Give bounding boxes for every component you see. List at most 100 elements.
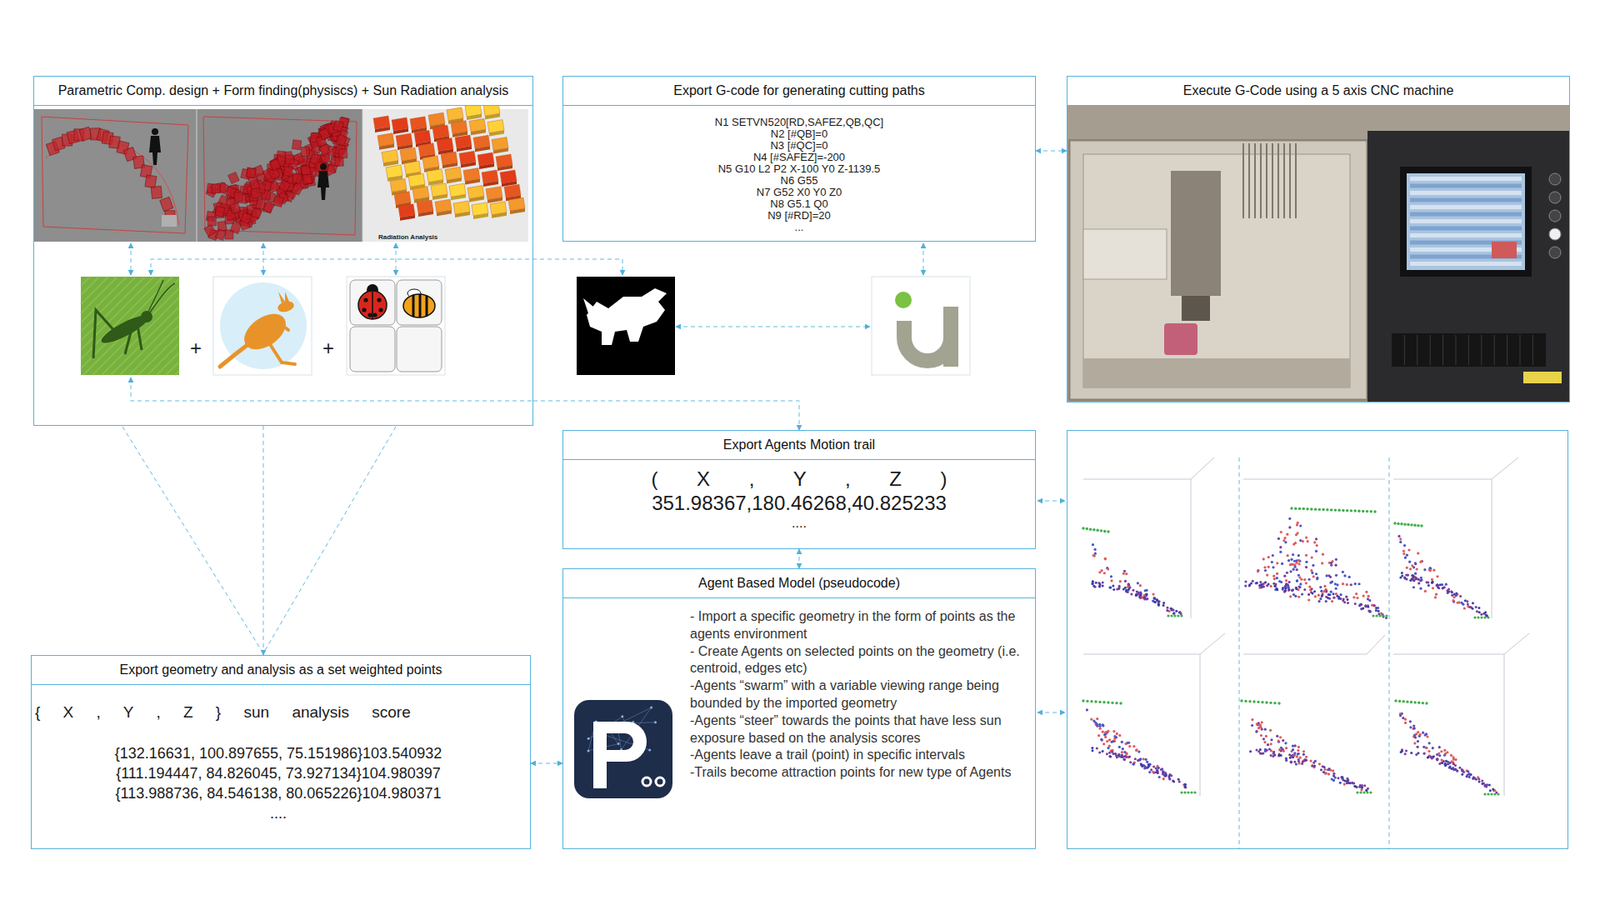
icon-glow (220, 282, 307, 370)
logo-dot (895, 291, 912, 309)
trail-dot (1152, 596, 1155, 600)
start-dot (1092, 528, 1095, 531)
panel-knob (1549, 191, 1561, 204)
start-dot (1398, 700, 1401, 703)
agent-dot (1284, 741, 1287, 745)
start-dot (1396, 522, 1400, 525)
start-dot (1402, 700, 1405, 703)
machine-slat (1295, 143, 1297, 219)
start-dot (1318, 508, 1321, 511)
agent-dot (1286, 554, 1290, 557)
trail-dot (1118, 585, 1121, 589)
plot-frame-line (1243, 654, 1367, 655)
start-dot (1298, 507, 1301, 510)
trail-dot (1461, 769, 1465, 772)
agent-dot (1365, 590, 1368, 594)
trail-dot (1464, 599, 1467, 602)
panel-tile (319, 144, 331, 156)
agent-dot (1425, 746, 1428, 750)
machine-slat (1254, 143, 1256, 219)
panel-tile (246, 168, 256, 179)
start-dot (1256, 700, 1260, 704)
machine-slat (1277, 143, 1280, 219)
agent-dot (1266, 743, 1270, 746)
agent-dot (1288, 525, 1291, 529)
trail-dot (1480, 780, 1484, 783)
icon-background (576, 276, 675, 375)
agent-dot (1335, 587, 1338, 590)
trail-dot (1475, 778, 1478, 781)
agent-dot (1431, 586, 1435, 590)
trail-dot (1284, 586, 1287, 590)
frame-line (203, 116, 357, 235)
box-text: N1 SETVN520[RD,SAFEZ,QB,QC] (571, 116, 1027, 129)
agent-dot (1148, 770, 1151, 774)
trail-dot (1170, 607, 1173, 610)
icon-stripe (80, 276, 100, 295)
ladybug-spot (361, 307, 366, 312)
agent-dot (1319, 597, 1322, 600)
start-dot (1394, 699, 1397, 702)
trail-dot (1450, 767, 1453, 770)
radiation-tile (400, 147, 417, 161)
agent-dot (1320, 561, 1324, 565)
agent-dot (1299, 582, 1302, 585)
layout-wires (122, 243, 1065, 713)
trail-dot (1485, 784, 1488, 787)
trail-dot (1445, 760, 1448, 763)
trail-dot (1301, 760, 1305, 764)
agent-dot (1334, 582, 1337, 585)
trail-dot (1273, 585, 1276, 588)
agent-dot (1105, 740, 1109, 743)
agent-dot (1315, 572, 1318, 575)
person-head (320, 163, 327, 170)
trail-dot (1484, 784, 1487, 787)
start-dot (1421, 701, 1425, 705)
radiation-tile (467, 185, 485, 200)
agent-dot (1427, 750, 1430, 753)
plot-frame-line (1393, 654, 1505, 655)
trail-dot (1255, 581, 1259, 585)
screen-row (1410, 190, 1522, 195)
agent-dot (1262, 737, 1265, 740)
trail-dot (1274, 585, 1277, 588)
agent-dot (1292, 568, 1295, 571)
agent-dot (1317, 594, 1320, 597)
agent-dot (1355, 592, 1358, 595)
keyboard-key-line (1506, 335, 1508, 365)
trail-dot (1430, 580, 1434, 584)
trail-dot (1278, 754, 1281, 757)
trail-dot (1126, 590, 1130, 594)
agent-dot (1294, 595, 1297, 598)
start-dot (1273, 701, 1276, 705)
agent-dot (1416, 745, 1420, 749)
box-text: 351.98367,180.46268,40.825233 (571, 490, 1027, 515)
keyboard-key-line (1520, 335, 1521, 365)
icon-stripe (80, 276, 127, 323)
trail-dot (1155, 598, 1159, 601)
dashed-link (1037, 500, 1065, 502)
agent-dot (1402, 550, 1405, 553)
start-dot (1244, 700, 1247, 703)
icon-background (346, 276, 445, 375)
agent-dot (1290, 760, 1293, 764)
agent-dot (1132, 745, 1135, 748)
start-dot (1265, 700, 1268, 704)
agent-dot (1307, 593, 1310, 596)
trail-dot (1339, 597, 1342, 600)
trail-dot (1430, 755, 1433, 759)
agent-dot (1288, 517, 1291, 520)
agent-dot (1267, 565, 1270, 569)
agent-dot (1270, 742, 1273, 745)
trail-dot (1098, 750, 1101, 754)
agent-dot (1291, 553, 1295, 556)
agent-dot (1466, 770, 1470, 773)
agent-dot (1103, 571, 1106, 575)
agent-dot (1323, 590, 1326, 593)
agent-dot (1295, 755, 1299, 758)
icon-background (871, 276, 970, 375)
trail-dot (1450, 590, 1453, 593)
agent-dot (1120, 750, 1124, 754)
agent-dot (1285, 579, 1288, 582)
agent-dot (1307, 578, 1310, 581)
